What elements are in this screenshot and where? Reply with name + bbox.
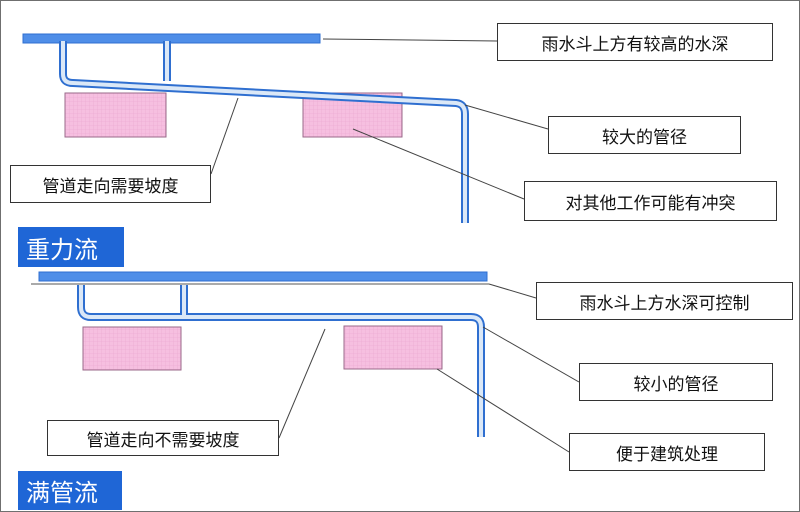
callout-water-depth-control: 雨水斗上方水深可控制 <box>536 282 793 320</box>
gravity-section <box>22 33 549 223</box>
section-label-full-pipe-flow: 满管流 <box>18 471 122 510</box>
callout-small-pipe: 较小的管径 <box>579 363 773 401</box>
callout-no-slope: 管道走向不需要坡度 <box>47 420 279 456</box>
beam-left-top <box>64 92 167 138</box>
roof-slab-bottom <box>38 271 488 282</box>
callout-slope-needed: 管道走向需要坡度 <box>10 165 211 203</box>
beam-right-bottom <box>343 325 443 370</box>
gravity-leaders <box>210 38 549 200</box>
gravity-pipe <box>59 41 469 223</box>
roof-slab-top <box>22 33 321 44</box>
full-pipe <box>77 285 485 437</box>
callout-large-pipe: 较大的管径 <box>548 116 741 154</box>
beam-left-bottom <box>82 326 182 371</box>
full-pipe-leaders <box>278 283 580 453</box>
callout-conflict: 对其他工作可能有冲突 <box>524 181 777 221</box>
callout-high-water-depth: 雨水斗上方有较高的水深 <box>497 23 773 61</box>
callout-easy-build: 便于建筑处理 <box>569 433 765 471</box>
full-pipe-section <box>31 271 580 453</box>
section-label-gravity-flow: 重力流 <box>18 227 124 267</box>
